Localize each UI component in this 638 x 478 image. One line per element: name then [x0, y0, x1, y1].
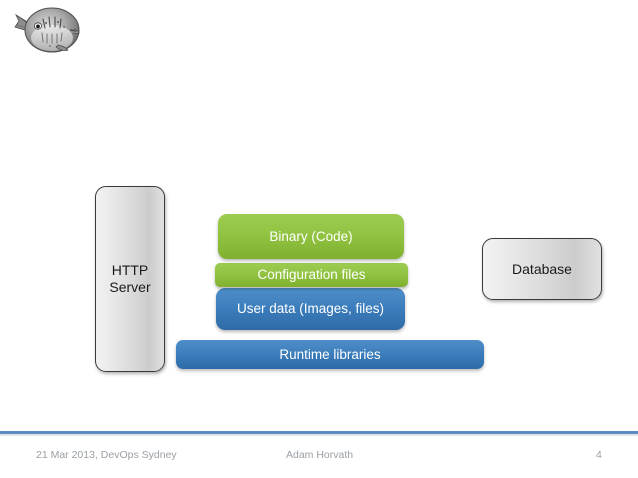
http-server-label-line1: HTTP — [111, 262, 149, 279]
http-server-label-line2: Server — [109, 279, 151, 295]
footer-page-number: 4 — [596, 449, 602, 461]
stack-item-configuration-files[interactable]: Configuration files — [215, 263, 408, 287]
stack-item-user-data[interactable]: User data (Images, files) — [216, 288, 405, 330]
http-server-node[interactable]: HTTP Server — [95, 186, 165, 372]
stack-item-binary[interactable]: Binary (Code) — [218, 214, 404, 259]
http-server-label: HTTP Server — [109, 262, 150, 295]
stack-item-binary-label: Binary (Code) — [269, 228, 353, 244]
stack-item-configuration-files-label: Configuration files — [257, 267, 366, 283]
footer-author: Adam Horvath — [286, 449, 354, 461]
footer-divider-shadow — [0, 434, 638, 436]
stack-item-runtime-libraries-label: Runtime libraries — [279, 346, 381, 362]
footer-event-info: 21 Mar 2013, DevOps Sydney — [36, 449, 177, 461]
footer-divider — [0, 431, 638, 434]
database-label: Database — [512, 260, 572, 277]
stack-item-runtime-libraries[interactable]: Runtime libraries — [176, 340, 484, 369]
database-node[interactable]: Database — [482, 238, 602, 300]
stack-item-user-data-label: User data (Images, files) — [236, 301, 385, 317]
pufferfish-logo — [12, 3, 84, 58]
